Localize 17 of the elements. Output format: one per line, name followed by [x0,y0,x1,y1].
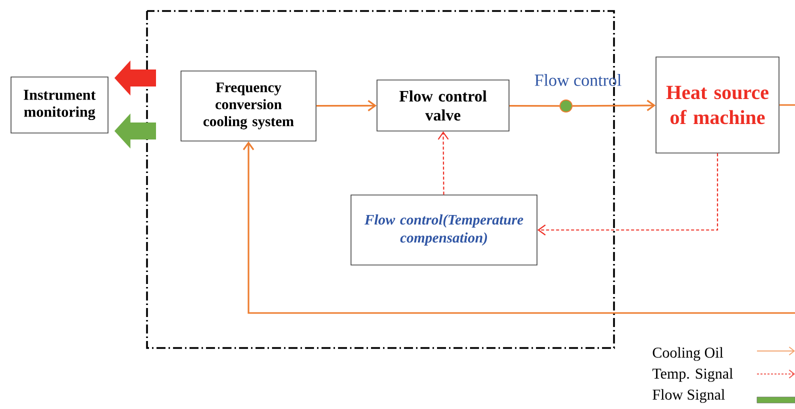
process-box: Flow control(Temperature compensation) [350,194,538,266]
arrow [438,131,449,195]
arrow [537,153,718,236]
arrow [242,141,795,314]
flow-label: Flow control [534,74,622,86]
connector-line [509,104,560,107]
arrow [572,100,656,112]
process-box: Heat source of machine [656,56,780,154]
flow-signal-dot [560,100,572,112]
arrow [316,100,377,112]
legend-text: Cooling Oil [652,347,724,361]
connector-line [779,104,795,106]
legend-text: Temp. Signal [652,368,733,382]
legend-text: Flow Signal [652,389,725,403]
process-box: Flow control valve [376,80,510,132]
process-box: Instrument monitoring [10,76,108,134]
process-box: Frequency conversion cooling system [180,70,316,142]
